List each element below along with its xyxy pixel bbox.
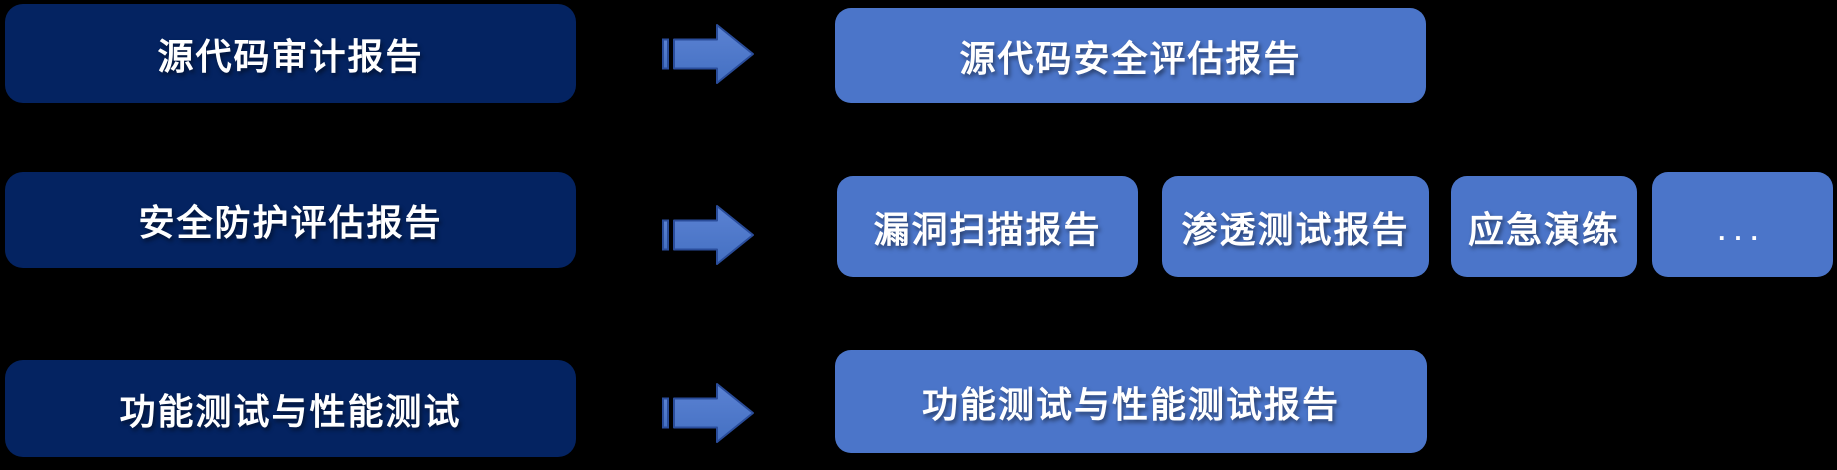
row1-source-label: 源代码审计报告 xyxy=(157,35,424,77)
row3-source-box: 功能测试与性能测试 xyxy=(5,360,576,457)
row1-output-label: 源代码安全评估报告 xyxy=(959,37,1302,79)
row2-output-box-pentest: 渗透测试报告 xyxy=(1162,176,1429,277)
row1-source-box: 源代码审计报告 xyxy=(5,4,576,103)
row2-output-box-emergency-drill: 应急演练 xyxy=(1451,176,1637,277)
row3-output-label: 功能测试与性能测试报告 xyxy=(921,383,1340,425)
row3-source-label: 功能测试与性能测试 xyxy=(119,390,462,432)
row2-output-label-emergency-drill: 应急演练 xyxy=(1467,208,1620,250)
row2-output-box-ellipsis: ... xyxy=(1652,172,1833,277)
row2-source-label: 安全防护评估报告 xyxy=(138,202,443,243)
row2-output-label-pentest: 渗透测试报告 xyxy=(1181,208,1410,250)
row1-output-box: 源代码安全评估报告 xyxy=(835,8,1426,103)
row2-output-label-vuln-scan: 漏洞扫描报告 xyxy=(873,208,1102,250)
row2-source-box: 安全防护评估报告 xyxy=(5,172,576,268)
row2-output-box-vuln-scan: 漏洞扫描报告 xyxy=(837,176,1138,277)
row3-output-box: 功能测试与性能测试报告 xyxy=(835,350,1427,453)
row3-right-arrow-icon xyxy=(662,383,754,443)
row2-right-arrow-icon xyxy=(662,205,754,265)
row2-output-label-ellipsis: ... xyxy=(1718,216,1767,246)
row1-right-arrow-icon xyxy=(662,24,754,84)
